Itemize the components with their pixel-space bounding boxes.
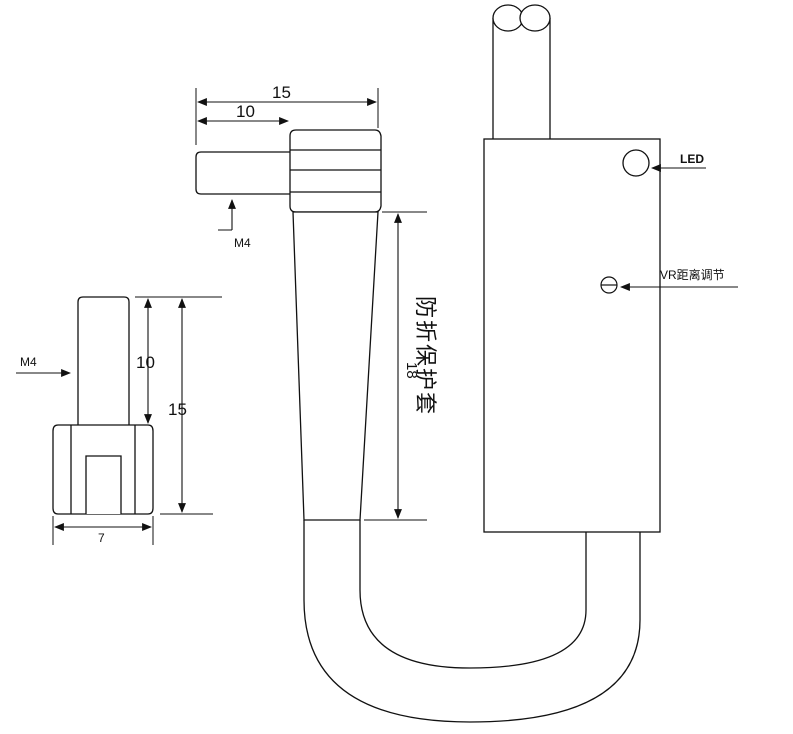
dim-10-top-label: 10 [236, 102, 255, 121]
dim-15-front-label: 15 [168, 400, 187, 419]
led-label: LED [680, 152, 704, 166]
sensor-head-side [195, 129, 382, 521]
top-cable [492, 4, 551, 141]
vr-callout: VR距离调节 [620, 267, 738, 291]
dim-10-front: 10 [135, 296, 222, 424]
m4-side-callout: M4 [218, 199, 251, 250]
led-callout: LED [651, 152, 706, 172]
led-indicator [622, 149, 650, 177]
dim-7-front: 7 [52, 516, 154, 545]
vr-adjust-screw [600, 276, 618, 294]
dim-10-front-label: 10 [136, 353, 155, 372]
dim-15-front: 15 [160, 298, 213, 515]
sleeve-label: 防折保护套 [412, 296, 437, 416]
sensor-head-front [52, 296, 154, 515]
dim-7-front-label: 7 [98, 531, 105, 545]
vr-label: VR距离调节 [660, 267, 725, 282]
dim-10-top: 10 [197, 102, 289, 125]
u-cable [303, 520, 641, 723]
m4-front-label: M4 [20, 355, 37, 369]
dim-15-top-label: 15 [272, 83, 291, 102]
sleeve-label-group: 防折保护套 [412, 296, 437, 416]
dim-18: 18 [364, 211, 427, 521]
m4-front-callout: M4 [16, 355, 71, 377]
dim-15-top: 15 [195, 83, 379, 145]
m4-side-label: M4 [234, 236, 251, 250]
amplifier-body [483, 138, 661, 533]
dim-18-label: 18 [403, 362, 420, 379]
